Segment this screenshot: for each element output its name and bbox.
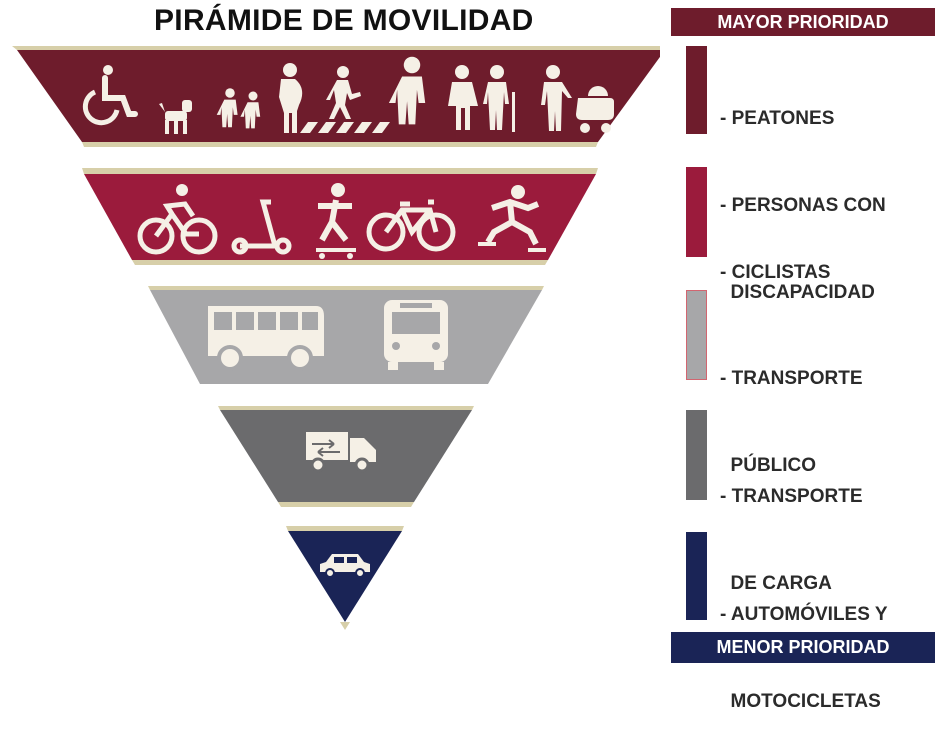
legend-bar-public-transport — [686, 290, 707, 380]
tier-top-border — [82, 168, 598, 174]
legend-bar-pedestrians — [686, 46, 707, 134]
tier-public-transport — [148, 286, 544, 384]
legend-label-public-transport: - TRANSPORTE PÚBLICO — [720, 306, 863, 509]
mobility-pyramid — [12, 46, 660, 630]
legend-label-cargo-transport: - TRANSPORTE DE CARGA — [720, 424, 863, 627]
label-line: - AUTOMÓVILES Y — [720, 604, 888, 625]
label-line: - CICLISTAS — [720, 262, 831, 283]
tier-top-border — [12, 46, 660, 50]
person-with-stroller-icon — [541, 65, 614, 133]
label-line: MOTOCICLETAS — [720, 691, 881, 712]
skateboarder-icon — [316, 183, 356, 259]
cargo-truck-icon — [306, 432, 376, 473]
legend-label-pedestrians: - PEATONES - PERSONAS CON DISCAPACIDAD — [720, 46, 886, 336]
elderly-couple-icon — [448, 65, 515, 132]
tier-pedestrians — [12, 46, 660, 147]
label-line: - PEATONES — [720, 108, 835, 129]
legend-label-cars-motorcycles: - AUTOMÓVILES Y MOTOCICLETAS — [720, 542, 888, 745]
page-title: PIRÁMIDE DE MOVILIDAD — [154, 4, 534, 37]
legend-bar-cyclists — [686, 167, 707, 257]
tier-top-border — [218, 406, 474, 410]
tier-top-border — [286, 526, 404, 531]
tier-bottom-border — [278, 502, 414, 507]
priority-top-badge: MAYOR PRIORIDAD — [671, 8, 935, 36]
wheelchair-icon — [82, 65, 138, 126]
kick-scooter-icon — [231, 199, 292, 255]
tier-band — [288, 531, 402, 622]
tier-band — [84, 174, 596, 260]
cyclist-icon — [137, 184, 218, 255]
tier-cargo-transport — [218, 406, 474, 507]
bicycle-icon — [366, 199, 456, 252]
priority-bottom-badge: MENOR PRIORIDAD — [671, 632, 935, 663]
tier-bottom-border — [340, 622, 350, 630]
crosswalk-pedestrian-icon — [300, 66, 390, 133]
label-line: - PERSONAS CON — [720, 195, 886, 216]
tier-bottom-border — [82, 142, 598, 147]
rollerblader-icon — [478, 185, 546, 252]
label-line: - TRANSPORTE — [720, 368, 863, 389]
legend-bar-cars-motorcycles — [686, 532, 707, 620]
legend-label-cyclists: - CICLISTAS — [720, 200, 830, 316]
pregnant-woman-icon — [279, 63, 303, 133]
label-line: DISCAPACIDAD — [720, 282, 875, 303]
label-line: - TRANSPORTE — [720, 486, 863, 507]
label-line: DE CARGA — [720, 573, 832, 594]
dog-icon — [159, 100, 192, 134]
car-icon — [320, 554, 370, 578]
tier-bottom-border — [132, 260, 548, 265]
bus-front-icon — [384, 300, 448, 370]
tier-cyclists — [82, 168, 598, 265]
label-line: PÚBLICO — [720, 455, 817, 476]
legend-bar-cargo-transport — [686, 410, 707, 500]
tier-cars-motorcycles — [286, 526, 404, 630]
bus-side-icon — [208, 306, 324, 371]
tier-top-border — [148, 286, 544, 290]
